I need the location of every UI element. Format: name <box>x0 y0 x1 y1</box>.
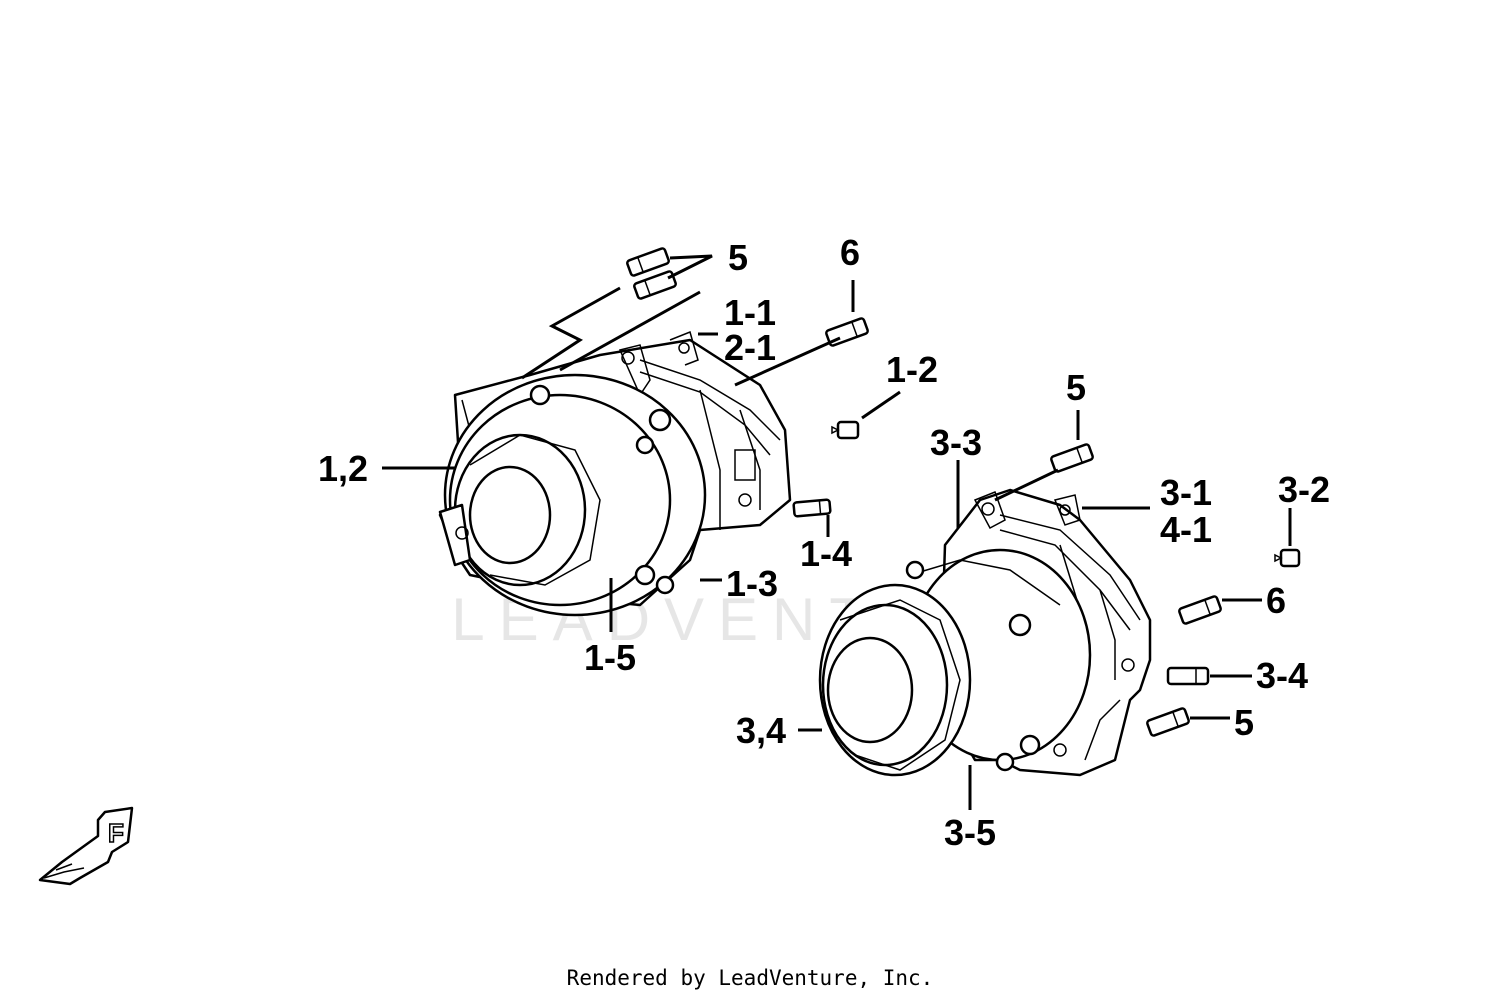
callout-5-lower: 5 <box>1234 702 1254 743</box>
callout-6-right: 6 <box>1266 580 1286 621</box>
screw-5-upper-b[interactable] <box>633 270 677 300</box>
callout-1-2: 1-2 <box>886 349 938 390</box>
callout-2-1: 2-1 <box>724 327 776 368</box>
screw-3-4[interactable] <box>1166 666 1210 686</box>
callout-1-5: 1-5 <box>584 637 636 678</box>
callout-3-3: 3-3 <box>930 422 982 463</box>
front-marker-letter: F <box>108 818 124 848</box>
screw-6-right[interactable] <box>1178 595 1222 625</box>
callout-1-3: 1-3 <box>726 563 778 604</box>
callout-3-comma-4: 3,4 <box>736 710 786 751</box>
screw-5-upper-a[interactable] <box>626 247 670 277</box>
clip-1-2[interactable] <box>831 420 860 440</box>
callout-4-1: 4-1 <box>1160 509 1212 550</box>
footer-credit: Rendered by LeadVenture, Inc. <box>566 966 934 990</box>
callout-5-mid: 5 <box>1066 367 1086 408</box>
callout-3-4: 3-4 <box>1256 655 1308 696</box>
callout-5-upper: 5 <box>728 237 748 278</box>
callout-3-2: 3-2 <box>1278 469 1330 510</box>
callout-6-upper: 6 <box>840 232 860 273</box>
callout-3-1: 3-1 <box>1160 472 1212 513</box>
leader-lines <box>382 254 1292 810</box>
left-headlight-assembly[interactable] <box>438 330 792 617</box>
clip-3-2[interactable] <box>1274 548 1301 568</box>
callout-1-comma-2: 1,2 <box>318 448 368 489</box>
screw-1-4[interactable] <box>792 498 832 518</box>
callout-3-5: 3-5 <box>944 812 996 853</box>
callout-1-1: 1-1 <box>724 292 776 333</box>
screw-5-mid[interactable] <box>1050 443 1094 473</box>
front-direction-marker: F <box>38 806 134 886</box>
screw-5-lower[interactable] <box>1146 707 1190 737</box>
right-headlight-assembly[interactable] <box>818 488 1152 777</box>
callout-1-4: 1-4 <box>800 533 852 574</box>
